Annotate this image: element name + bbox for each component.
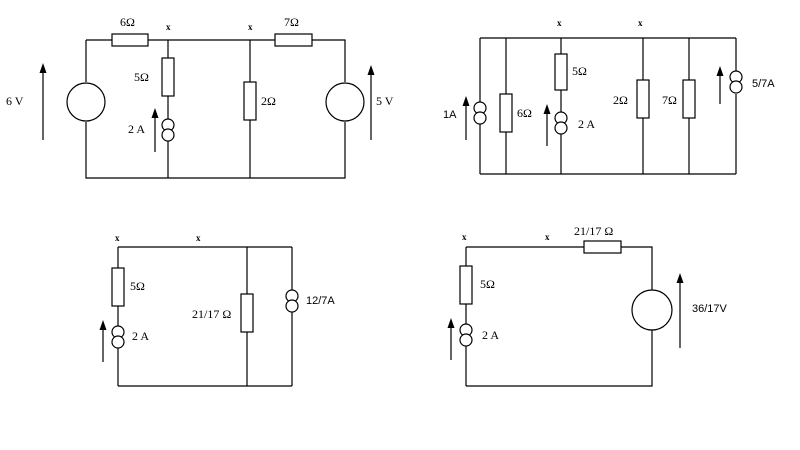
resistor-equivalent [240,293,254,333]
resistor-2ohm-middle [243,81,257,121]
arrow-up-icon [676,273,684,348]
arrow-up-icon [151,108,159,152]
node-label: x [462,232,467,242]
resistor-label: 7Ω [284,15,299,29]
current-source-2a [459,323,473,347]
resistor-label: 7Ω [662,93,677,107]
resistor-label: 5Ω [134,70,149,84]
circuit-4: x x 21/17 Ω 5Ω 2 A 36/17V [447,224,728,387]
resistor-7ohm-top [274,33,313,47]
resistor-5ohm-branch [554,53,568,91]
node-label: x [557,18,562,28]
voltage-source-6v [66,82,106,122]
arrow-up-icon [367,65,375,140]
arrow-up-icon [39,63,47,140]
source-label: 2 A [128,122,145,136]
arrow-up-icon [447,318,455,360]
source-label: 2 A [578,117,595,131]
resistor-21-17ohm [583,240,622,254]
node-label: x [545,232,550,242]
resistor-5ohm-branch [161,57,175,97]
source-label: 2 A [132,329,149,343]
circuit-2: x x 1A 6Ω 5Ω 2 A 2Ω 7Ω 5/7A [443,18,775,175]
resistor-label: 5Ω [572,64,587,78]
node-label: x [638,18,643,28]
arrow-up-icon [99,320,107,362]
arrow-up-icon [543,104,551,146]
voltage-source-36-17v [631,289,673,331]
resistor-6ohm-top [111,33,149,47]
arrow-up-icon [716,66,724,104]
circuit-3: x x 5Ω 2 A 21/17 Ω 12/7A [99,233,335,387]
source-label: 6 V [6,94,24,108]
node-label: x [115,233,120,243]
resistor-label: 2Ω [613,93,628,107]
resistor-6ohm [499,93,513,133]
resistor-label: 21/17 Ω [192,307,231,321]
resistor-label: 2Ω [261,94,276,108]
resistor-5ohm-branch [111,267,125,307]
current-source-2a [554,111,568,135]
current-source-12-7a [285,289,299,313]
arrow-up-icon [462,96,470,140]
resistor-label: 6Ω [120,15,135,29]
resistor-5ohm-branch [459,265,473,305]
current-source-2a [161,118,175,142]
resistor-2ohm [636,79,650,119]
node-label: x [248,22,253,32]
resistor-label: 6Ω [517,106,532,120]
source-label: 5 V [376,94,394,108]
source-label: 2 A [482,328,499,342]
resistor-label: 5Ω [480,277,495,291]
source-label: 1A [443,109,457,121]
current-source-2a [111,325,125,349]
node-label: x [166,22,171,32]
node-label: x [196,233,201,243]
resistor-label: 21/17 Ω [574,224,613,238]
current-source-1a [473,101,487,125]
source-label: 5/7A [752,78,775,90]
source-label: 36/17V [692,303,728,315]
voltage-source-5v [325,82,365,122]
circuit-1: x x 6Ω 7Ω 5Ω 2Ω 6 V 5 V 2 A [6,15,394,179]
resistor-7ohm [682,79,696,119]
resistor-label: 5Ω [130,279,145,293]
source-label: 12/7A [306,295,335,307]
current-source-5-7a [729,70,743,94]
